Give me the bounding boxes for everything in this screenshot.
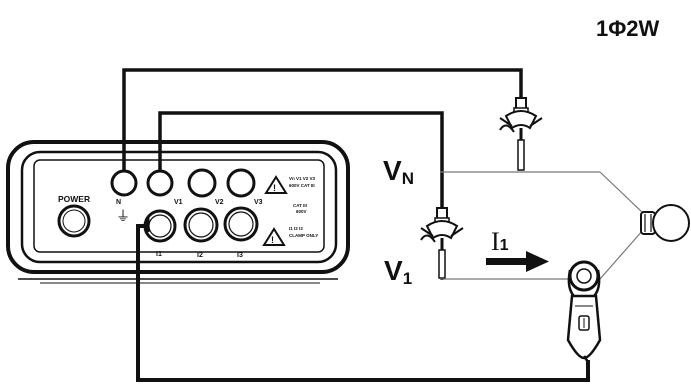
jack-v3-label: V3: [254, 199, 263, 206]
ground-icon: ⏚: [116, 209, 130, 225]
current-label-sub: 1: [500, 237, 509, 254]
v1-label-main: V: [384, 255, 403, 286]
jack-i3[interactable]: [223, 206, 259, 242]
jack-i1-label: I1: [156, 251, 162, 258]
lead-i1-wire: [136, 224, 590, 382]
current-clamp[interactable]: [566, 260, 602, 363]
meter-body: [6, 140, 350, 284]
svg-text:!: !: [271, 235, 274, 245]
vn-label-sub: N: [402, 169, 414, 188]
jack-v2[interactable]: [187, 168, 217, 198]
alligator-clip-v1[interactable]: [420, 207, 464, 280]
jack-n-label: N: [116, 199, 121, 206]
power-label: POWER: [58, 194, 90, 204]
warning-text-mid-2: 600V: [296, 209, 307, 214]
lead-n-wire: [122, 68, 523, 171]
warning-text-bottom-1: I1 I2 I3: [289, 226, 303, 231]
power-button[interactable]: [57, 204, 91, 238]
wiring-mode-label: 1Φ2W: [596, 16, 660, 41]
current-label: I1: [491, 227, 509, 256]
circuit-line-load-top: [599, 171, 644, 214]
vn-label-main: V: [383, 155, 402, 186]
jack-v2-label: V2: [215, 199, 224, 206]
current-direction-arrow: [486, 251, 549, 272]
svg-text:!: !: [273, 183, 276, 193]
jack-i2-label: I2: [197, 252, 203, 259]
warning-text-top-2: 600V CAT III: [289, 183, 315, 188]
warning-text-bottom-2: CLAMP ONLY: [289, 233, 318, 238]
jack-i3-label: I3: [237, 252, 243, 259]
vn-label: VN: [383, 155, 414, 188]
warning-text-top-1: Vn V1 V2 V3: [289, 176, 316, 181]
jack-v1[interactable]: [146, 169, 174, 197]
alligator-clip-vn[interactable]: [499, 97, 543, 171]
current-label-main: I: [491, 227, 500, 256]
warning-icon-bottom: !: [262, 227, 286, 246]
lead-v1-wire: [158, 111, 444, 210]
jack-v3[interactable]: [226, 168, 256, 198]
warning-icon-top: !: [264, 175, 288, 194]
circuit-line-load-bottom: [599, 229, 644, 280]
jack-n[interactable]: [110, 169, 138, 197]
jack-i1[interactable]: [143, 209, 177, 243]
v1-label: V1: [384, 255, 412, 288]
jack-i2[interactable]: [183, 207, 219, 243]
v1-label-sub: 1: [403, 269, 412, 288]
load-lamp-icon: [640, 204, 690, 242]
jack-v1-label: V1: [174, 199, 183, 206]
warning-text-mid-1: CAT III: [293, 203, 307, 208]
